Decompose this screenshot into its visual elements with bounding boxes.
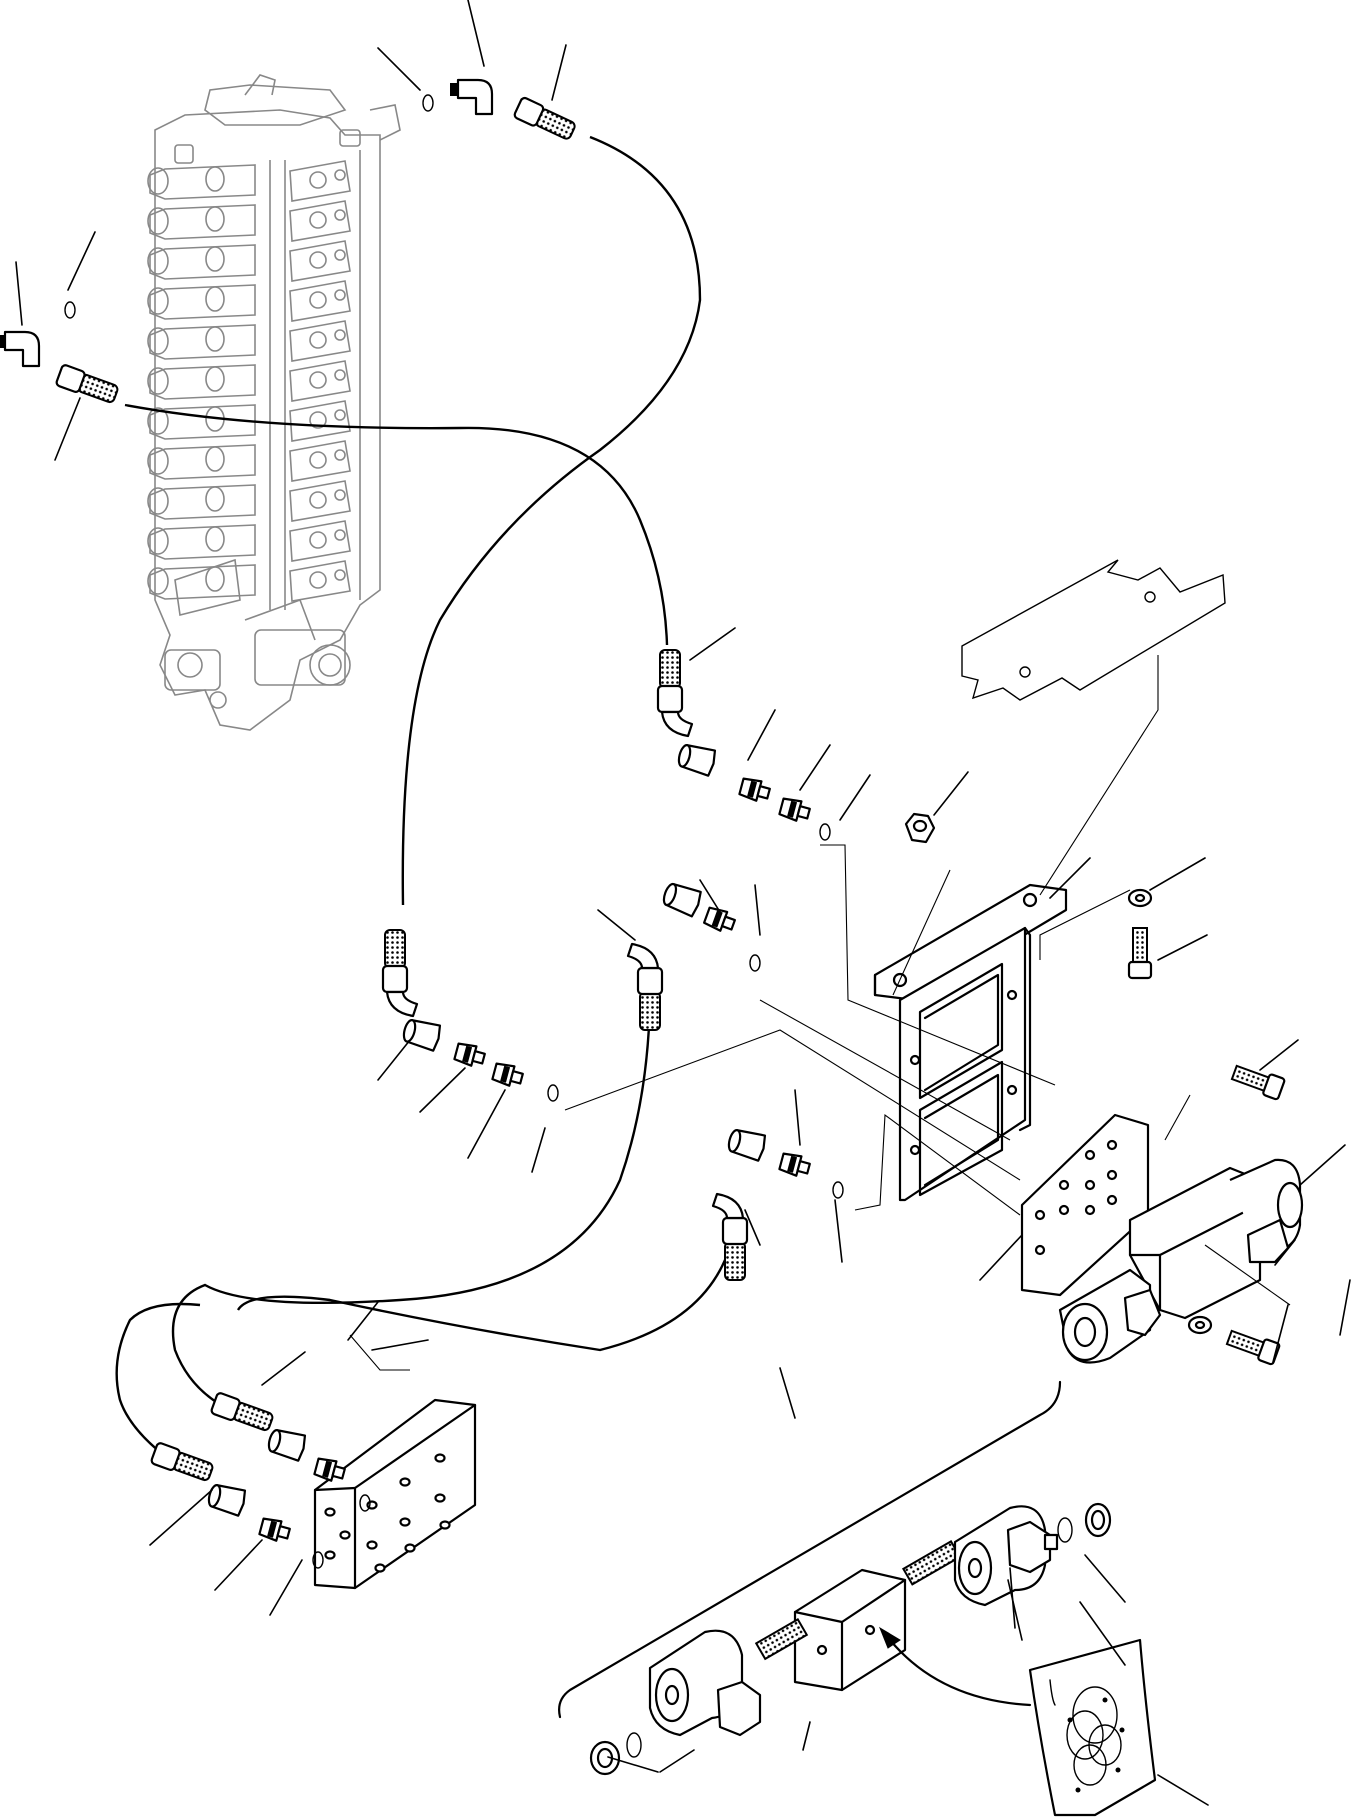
adapter-icon (778, 797, 811, 822)
hose-5 (115, 1302, 201, 1461)
o-ring-icon (422, 94, 434, 112)
callout-leader (1079, 1601, 1126, 1666)
callout-leader (1009, 1567, 1016, 1629)
callout-leader (754, 884, 761, 936)
hose-3 (171, 999, 652, 1412)
adapter-icon (453, 1042, 486, 1067)
callout-leader (1259, 1039, 1299, 1071)
solenoid-valve-icon (1020, 1113, 1304, 1364)
callout-leader (1299, 1144, 1346, 1186)
callout-leader (214, 1539, 263, 1591)
hose-end-icon (55, 364, 119, 404)
bent-hose-end-icon (381, 929, 419, 1018)
bent-hose-end-icon (626, 942, 664, 1031)
hose-end-icon (513, 96, 576, 140)
callout-leader (419, 1067, 466, 1113)
callout-leader (467, 0, 485, 67)
callout-leader (149, 1489, 213, 1546)
adapter-icon (703, 906, 736, 932)
callout-leader (371, 1339, 429, 1351)
hose-2 (124, 403, 669, 646)
bent-hose-end-icon (711, 1192, 749, 1281)
assembly-guides (349, 655, 1291, 1371)
callout-leader (1157, 934, 1208, 961)
callout-leader (1084, 1554, 1126, 1603)
elbow-icon (0, 330, 41, 368)
adapter-icon (738, 777, 771, 802)
callout-leader (531, 1127, 546, 1173)
callout-leader (269, 1559, 303, 1616)
o-ring-icon (749, 954, 761, 972)
nut-icon (727, 1129, 767, 1162)
callout-leader (261, 1351, 306, 1386)
callout-leader (607, 1756, 659, 1773)
callout-leader (1049, 857, 1091, 899)
callout-leader (15, 261, 23, 326)
callout-leader (744, 1209, 761, 1246)
callout-leader (747, 709, 776, 761)
nut-icon (207, 1484, 247, 1517)
callout-leader (467, 1089, 506, 1159)
o-ring-icon (832, 1181, 844, 1199)
hose-end-icon (210, 1392, 274, 1432)
solenoid-detail-icon (558, 1380, 1112, 1776)
o-ring-icon (547, 1084, 559, 1102)
callout-leader (54, 397, 81, 461)
hose-1 (401, 135, 702, 906)
callout-leader (799, 744, 831, 791)
callout-leader (67, 231, 96, 291)
adapter-icon (778, 1152, 811, 1177)
junction-block-icon (313, 1398, 477, 1590)
callout-leader (794, 1089, 801, 1146)
bolt-icon (1230, 1064, 1286, 1101)
callout-leader (377, 1039, 411, 1081)
hose-lines (115, 135, 737, 1461)
hose-4 (236, 1224, 737, 1352)
nut-icon (267, 1429, 307, 1462)
callout-leader (689, 627, 736, 661)
adapter-icon (313, 1457, 346, 1482)
adapter-icon (491, 1062, 524, 1087)
callout-leader (1272, 1304, 1289, 1363)
bracket-icon (873, 883, 1068, 1202)
callout-leader (802, 1721, 811, 1751)
callout-leader (839, 774, 871, 821)
adapter-icon (258, 1517, 291, 1542)
o-ring-icon (312, 1551, 324, 1569)
nut-icon (677, 744, 717, 777)
callout-leader (347, 1301, 379, 1341)
callout-leader (933, 771, 969, 816)
fittings (0, 78, 1286, 1569)
callout-leader (659, 1749, 695, 1773)
o-ring-icon (819, 823, 831, 841)
callout-leader (979, 1234, 1023, 1281)
control-valve-icon (147, 74, 401, 731)
callout-leader (699, 879, 721, 913)
callout-leader (1157, 1774, 1209, 1806)
elbow-icon (450, 78, 494, 116)
callout-leader (1007, 1579, 1023, 1641)
callout-leader (779, 1367, 796, 1419)
bolt-icon (1127, 927, 1153, 980)
hose-end-icon (150, 1442, 214, 1482)
callout-leader (1149, 857, 1206, 891)
bent-hose-end-icon (656, 649, 694, 738)
plate-icon (961, 559, 1226, 701)
callout-leader (597, 909, 636, 941)
callout-leader (551, 44, 567, 101)
nut-icon (662, 882, 702, 918)
callout-leader-lines (15, 0, 1351, 1806)
o-ring-icon (64, 301, 76, 319)
bolt-icon (1225, 1329, 1281, 1366)
o-ring-icon (359, 1494, 371, 1512)
callout-leader (1274, 1239, 1296, 1266)
nut-icon (402, 1019, 442, 1052)
hex-nut-icon (904, 812, 936, 844)
callout-leader (1339, 1279, 1351, 1336)
seal-kit-icon (1028, 1638, 1157, 1817)
callout-leader (834, 1199, 843, 1263)
callout-leader (377, 47, 421, 91)
